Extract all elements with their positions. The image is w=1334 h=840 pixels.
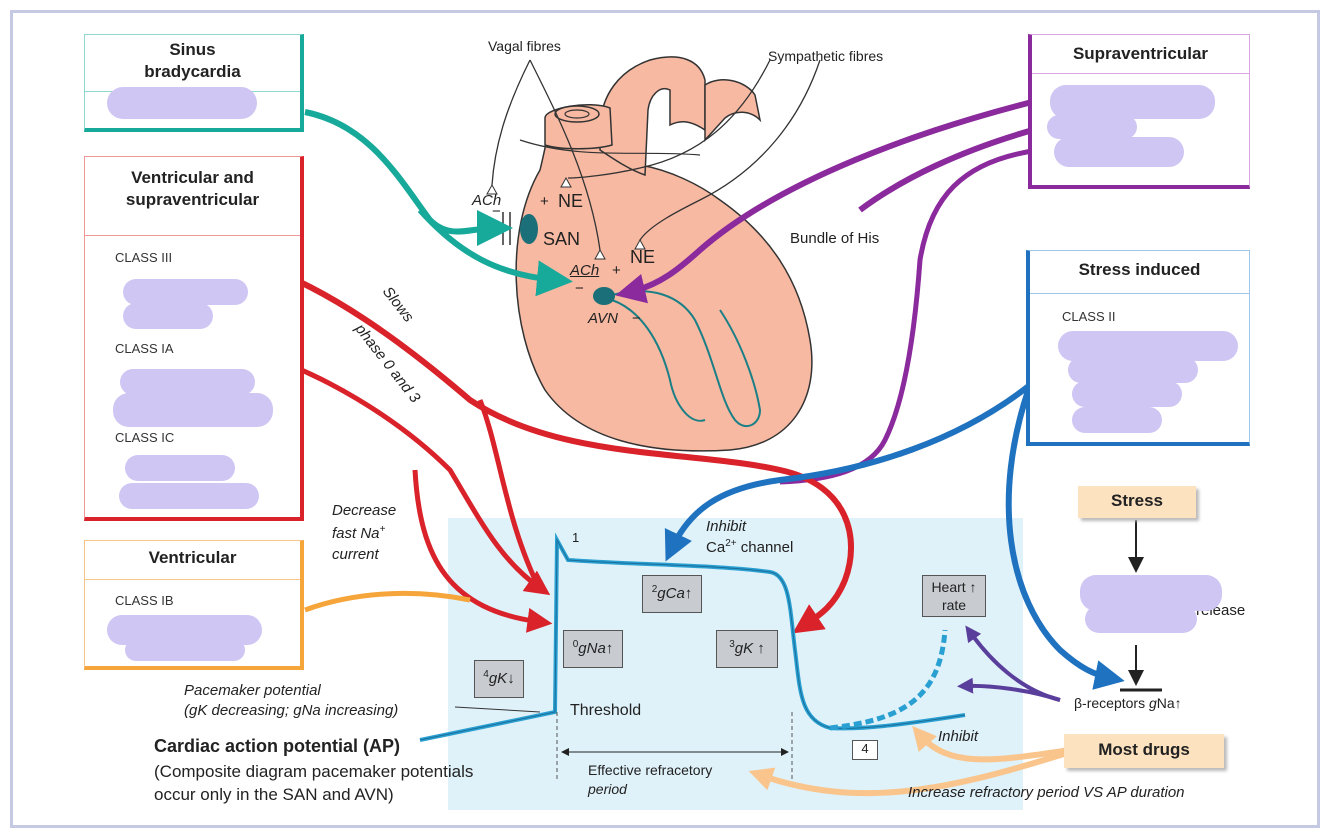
- ap-dashed: [829, 629, 948, 731]
- class-iii-label: CLASS III: [115, 250, 173, 265]
- bundle-of-his-label: Bundle of His: [790, 230, 880, 247]
- beta-receptors-label: β-receptors gNa↑: [1074, 695, 1182, 711]
- red-arrow-class-ia: [244, 347, 551, 596]
- blue-arrow: [664, 382, 1032, 562]
- ca-channel-label: Ca2+ channel: [706, 538, 794, 556]
- inhibit-label-2: Inhibit: [938, 728, 979, 745]
- ach-label-1: ACh: [472, 192, 502, 209]
- phase-3-box: 3gK ↑: [716, 630, 778, 668]
- phase-0-box: 0gNa↑: [563, 630, 623, 668]
- class-ib-label: CLASS IB: [115, 593, 174, 608]
- orange-line: [304, 590, 471, 613]
- increase-refractory-label: Increase refractory period VS AP duratio…: [908, 784, 1185, 801]
- pacemaker-detail-label: (gK decreasing; gNa increasing): [184, 702, 399, 719]
- supraventricular-title: Supraventricular: [1072, 44, 1209, 63]
- most-drugs-box: Most drugs: [1064, 734, 1224, 768]
- figure-frame: [10, 10, 1320, 828]
- decrease-label: Decrease: [332, 502, 397, 519]
- ap-subtitle-2: occur only in the SAN and AVN): [154, 785, 394, 804]
- erp-label-2: period: [588, 781, 627, 797]
- fast-na-label: fast Na+: [332, 524, 386, 542]
- vagal-fibre: [491, 59, 531, 186]
- ne-label-1: NE: [558, 191, 584, 211]
- ventricular-supraventricular-box: Ventricular and supraventricular CLASS I…: [84, 156, 304, 521]
- pulmonary: [704, 79, 762, 142]
- sinus-bradycardia-title: Sinus bradycardia: [144, 40, 241, 81]
- minus-3: −: [632, 310, 641, 327]
- purple-arrow: [615, 97, 1041, 304]
- avn-label: AVN: [588, 310, 619, 327]
- pacemaker-label: Pacemaker potential: [184, 682, 321, 699]
- aorta: [599, 56, 706, 177]
- red-arrow-class-iii: [258, 262, 854, 634]
- ventricular-box: Ventricular CLASS IB: [84, 540, 304, 670]
- heart-rate-box: Heart ↑rate: [922, 575, 986, 617]
- teal-arrow: [304, 109, 513, 247]
- san-label: SAN: [543, 229, 581, 249]
- threshold-label: Threshold: [570, 702, 642, 719]
- ne-label-2: NE: [630, 247, 656, 267]
- sinus-bradycardia-box: Sinus bradycardia: [84, 34, 304, 132]
- class-ia-label: CLASS IA: [115, 341, 174, 356]
- avn-node: [593, 287, 615, 305]
- ap-subtitle-1: (Composite diagram pacemaker potentials: [154, 762, 474, 781]
- supraventricular-box: Supraventricular: [1028, 34, 1250, 189]
- ventricular-title: Ventricular: [148, 548, 237, 567]
- stress-box: Stress: [1078, 486, 1196, 518]
- sympathetic-fibres-label: Sympathetic fibres: [768, 48, 884, 64]
- inhibit-label: Inhibit: [706, 518, 747, 535]
- vagal-fibres-label: Vagal fibres: [488, 38, 561, 54]
- phase-4b-box: 4: [852, 740, 878, 760]
- ach-label-2: ACh: [570, 262, 600, 279]
- phase-1-number: 1: [572, 530, 580, 545]
- minus-1: −: [492, 203, 501, 220]
- erp-label-1: Effective refracetory: [588, 762, 713, 778]
- redacted-text: [107, 87, 257, 119]
- phase-4-box: 4gK↓: [474, 660, 524, 698]
- class-ii-label: CLASS II: [1062, 309, 1116, 324]
- stress-induced-title: Stress induced: [1078, 260, 1201, 279]
- stress-induced-box: Stress induced CLASS II: [1026, 250, 1250, 446]
- ap-title: Cardiac action potential (AP): [154, 736, 401, 756]
- sympathetic-fibre: [567, 59, 771, 179]
- orange-arrow: [912, 725, 1071, 763]
- class-ic-label: CLASS IC: [115, 430, 175, 445]
- bundle-of-his: [611, 290, 762, 428]
- phase-2-box: 2gCa↑: [642, 575, 702, 613]
- minus-2: −: [575, 280, 584, 297]
- current-label: current: [332, 546, 379, 563]
- plus-2: +: [612, 262, 621, 279]
- ventricular-supraventricular-title: Ventricular and supraventricular: [125, 168, 260, 209]
- san-node: [520, 214, 538, 244]
- plus-1: +: [540, 193, 549, 210]
